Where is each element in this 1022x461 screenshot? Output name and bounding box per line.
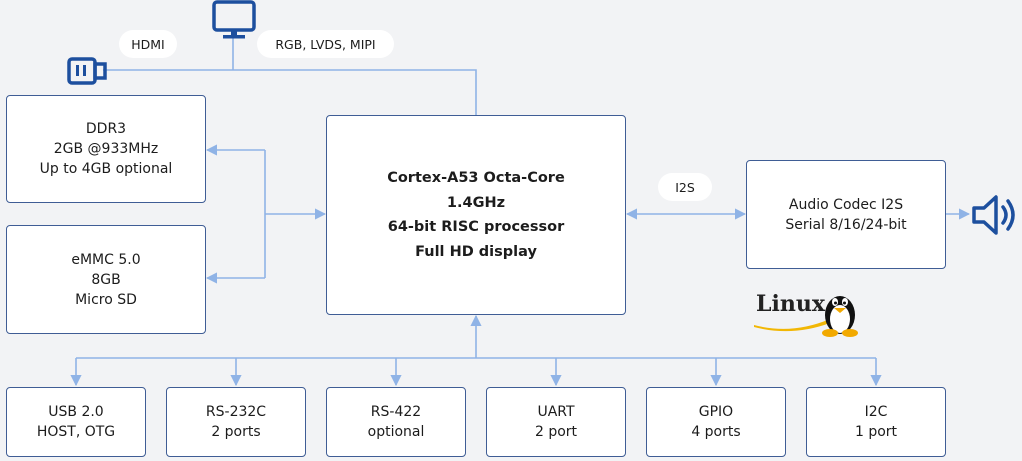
cpu-line-4: Full HD display <box>415 243 537 260</box>
ddr3-line-1: DDR3 <box>85 121 127 137</box>
emmc-box: eMMC 5.0 8GB Micro SD <box>6 225 206 334</box>
uart-box: UART 2 port <box>486 387 626 457</box>
uart-line-1: UART <box>537 404 575 420</box>
display-interfaces-label: RGB, LVDS, MIPI <box>257 30 394 58</box>
cpu-line-3: 64-bit RISC processor <box>387 219 565 235</box>
speaker-icon <box>972 195 1015 235</box>
linux-wordmark: Linux <box>756 291 825 317</box>
gpio-box: GPIO 4 ports <box>646 387 786 457</box>
hdmi-connector-icon <box>67 57 107 85</box>
uart-line-2: 2 port <box>534 424 578 440</box>
rs422-box: RS-422 optional <box>326 387 466 457</box>
linux-tux-icon <box>822 296 858 337</box>
emmc-line-3: Micro SD <box>75 291 137 308</box>
cpu-line-2: 1.4GHz <box>446 194 506 211</box>
hdmi-label: HDMI <box>119 30 177 58</box>
emmc-line-2: 8GB <box>91 271 121 288</box>
i2c-line-1: I2C <box>864 404 888 420</box>
audio-codec-box: Audio Codec I2S Serial 8/16/24-bit <box>746 160 946 269</box>
rs232-line-1: RS-232C <box>205 404 267 420</box>
audio-line-2: Serial 8/16/24-bit <box>785 216 907 233</box>
gpio-line-2: 4 ports <box>691 424 741 440</box>
rs422-line-2: optional <box>367 424 425 440</box>
emmc-line-1: eMMC 5.0 <box>71 251 141 268</box>
display-bus-line <box>103 69 477 116</box>
usb-box: USB 2.0 HOST, OTG <box>6 387 146 457</box>
usb-line-1: USB 2.0 <box>48 404 104 420</box>
ddr3-box: DDR3 2GB @933MHz Up to 4GB optional <box>6 95 206 203</box>
i2c-line-2: 1 port <box>854 424 898 440</box>
i2c-box: I2C 1 port <box>806 387 946 457</box>
linux-swoosh <box>754 319 830 332</box>
ddr3-line-3: Up to 4GB optional <box>39 161 173 177</box>
gpio-line-1: GPIO <box>698 404 734 420</box>
rs232-box: RS-232C 2 ports <box>166 387 306 457</box>
usb-line-2: HOST, OTG <box>36 424 116 440</box>
linux-logo: Linux <box>752 291 864 339</box>
i2s-label: I2S <box>658 173 712 201</box>
ddr3-line-2: 2GB @933MHz <box>53 141 159 157</box>
rs422-line-1: RS-422 <box>370 404 422 420</box>
audio-line-1: Audio Codec I2S <box>788 196 904 213</box>
cpu-line-1: Cortex-A53 Octa-Core <box>387 170 565 186</box>
monitor-icon <box>212 0 256 39</box>
cpu-box: Cortex-A53 Octa-Core 1.4GHz 64-bit RISC … <box>326 115 626 315</box>
rs232-line-2: 2 ports <box>211 424 261 440</box>
